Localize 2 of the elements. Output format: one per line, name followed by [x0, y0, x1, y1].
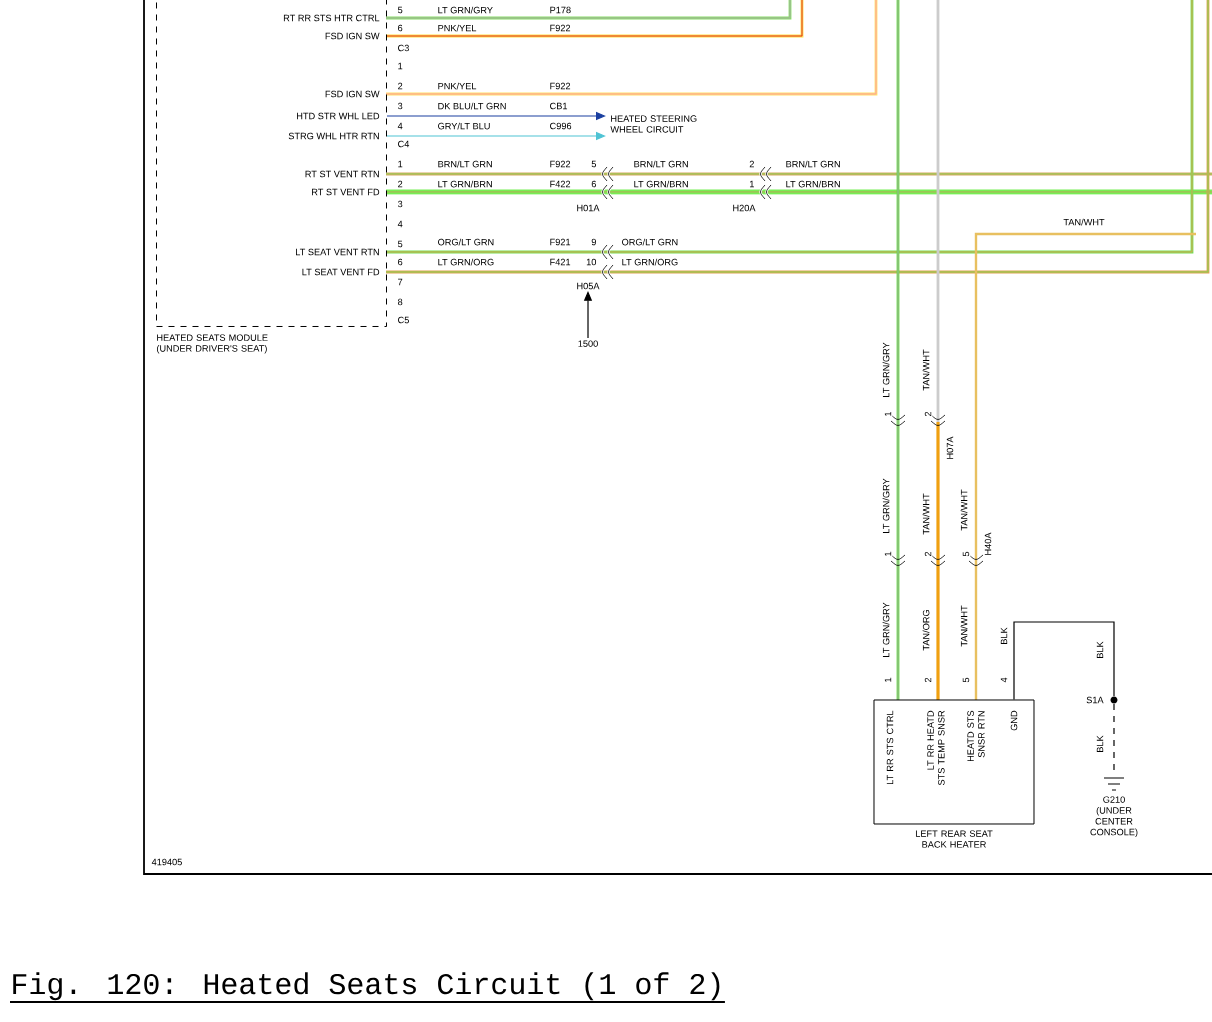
wire	[1013, 621, 1115, 701]
figure-caption: Fig. 120: Heated Seats Circuit (1 of 2)	[9, 972, 726, 1003]
